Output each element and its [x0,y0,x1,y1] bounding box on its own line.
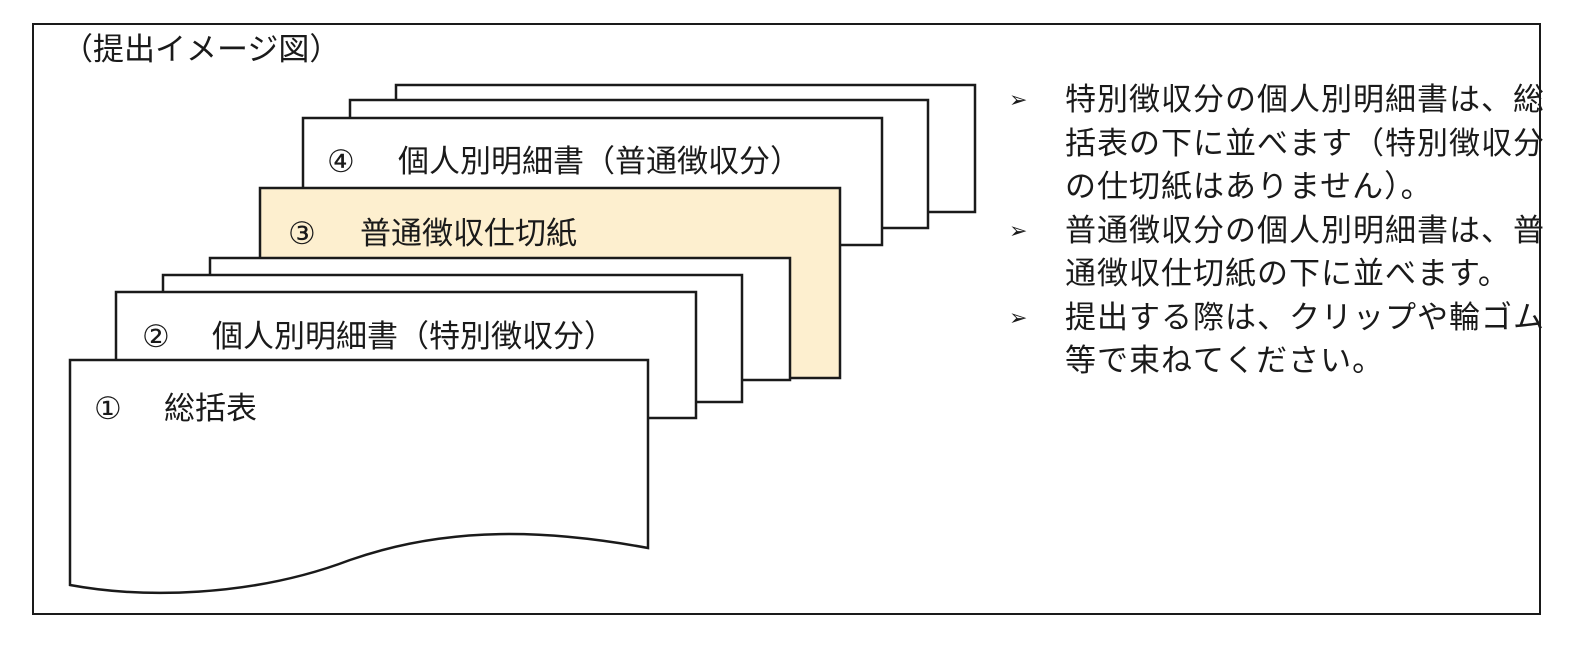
sheet-4-number: ④ [327,144,355,180]
sheet-2-label: 個人別明細書（特別徴収分） [212,319,615,355]
sheet-1-number: ① [94,391,122,427]
sheet-stack-diagram: ④ 個人別明細書（普通徴収分） ③ 普通徴収仕切紙 ② 個人別明細書（特別徴収分… [68,83,977,595]
sheet-1 [68,358,650,595]
diagram-title: （提出イメージ図） [62,32,341,68]
note-item: ➢ 提出する際は、クリップや輪ゴム等で束ねてください。 [1008,297,1548,384]
sheet-3-number: ③ [288,216,316,252]
sheet-4-label: 個人別明細書（普通徴収分） [398,144,801,180]
note-item: ➢ 普通徴収分の個人別明細書は、普通徴収仕切紙の下に並べます。 [1008,210,1548,297]
arrow-right-icon: ➢ [1009,88,1029,113]
arrow-right-icon: ➢ [1009,218,1029,244]
note-item: ➢ 特別徴収分の個人別明細書は、総括表の下に並べます（特別徴収分の仕切紙はありま… [1008,79,1548,210]
note-text: 特別徴収分の個人別明細書は、総括表の下に並べます（特別徴収分の仕切紙はありません… [1065,82,1545,205]
diagram-frame [32,23,1541,615]
note-text: 提出する際は、クリップや輪ゴム等で束ねてください。 [1065,299,1545,380]
sheet-1-label: 総括表 [164,391,257,427]
notes-list: ➢ 特別徴収分の個人別明細書は、総括表の下に並べます（特別徴収分の仕切紙はありま… [1008,79,1548,384]
arrow-right-icon: ➢ [1009,305,1029,331]
sheet-2-number: ② [142,319,170,355]
sheet-3-label: 普通徴収仕切紙 [360,216,577,252]
note-text: 普通徴収分の個人別明細書は、普通徴収仕切紙の下に並べます。 [1065,212,1545,293]
